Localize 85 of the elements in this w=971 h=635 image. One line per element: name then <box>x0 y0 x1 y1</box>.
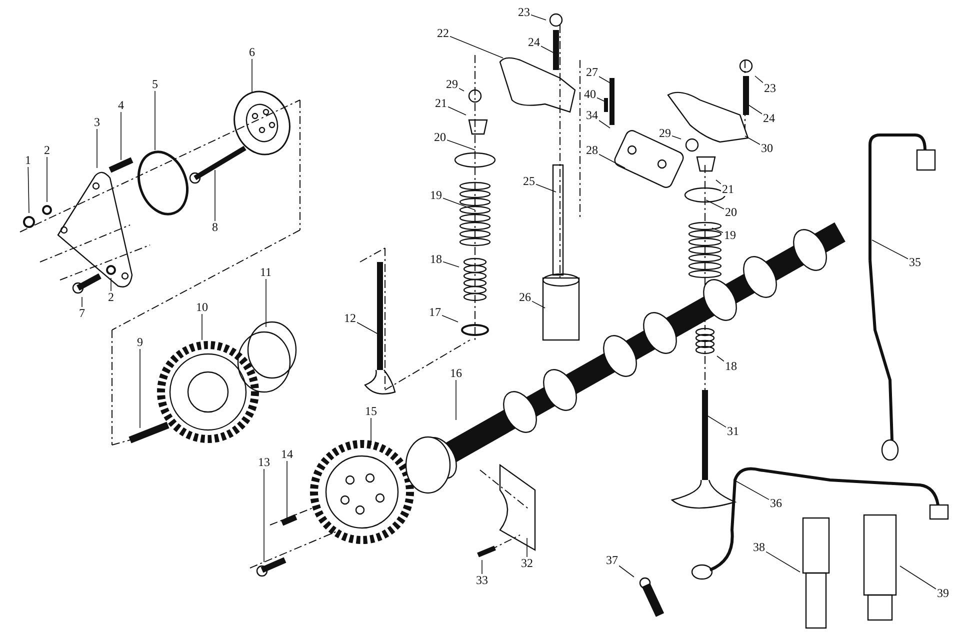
callout-number: 38 <box>752 540 766 554</box>
leader-line <box>536 184 556 192</box>
leader-line <box>154 90 156 150</box>
callout-number: 24 <box>762 112 776 124</box>
callout-number: 7 <box>78 306 86 320</box>
callout-number: 27 <box>585 66 599 78</box>
callout-number: 26 <box>518 290 532 304</box>
leader-line <box>598 76 612 84</box>
callout-number: 20 <box>433 130 447 144</box>
callout-number: 13 <box>257 456 271 468</box>
leader-line <box>530 14 546 20</box>
leader-line <box>442 315 458 322</box>
leader-line <box>598 120 610 128</box>
leader-line <box>214 170 216 222</box>
callout-number: 35 <box>908 256 922 268</box>
callout-number: 4 <box>117 98 125 112</box>
callout-number: 5 <box>151 78 159 90</box>
leader-line <box>766 551 800 572</box>
callout-number: 34 <box>585 108 599 122</box>
leader-line <box>46 156 48 202</box>
callout-number: 8 <box>211 220 219 234</box>
callout-number: 32 <box>520 556 534 570</box>
callout-number: 21 <box>721 182 735 196</box>
leader-line <box>734 480 770 500</box>
callout-number: 18 <box>429 252 443 266</box>
callout-number: 24 <box>527 36 541 48</box>
leader-line <box>716 180 722 184</box>
leader-line <box>744 136 760 145</box>
leader-line <box>672 136 682 140</box>
callout-number: 23 <box>517 6 531 18</box>
leader-line <box>286 460 288 520</box>
leader-line <box>706 200 724 210</box>
leader-line <box>442 198 476 210</box>
callout-number: 36 <box>769 496 783 510</box>
callout-number: 31 <box>726 424 740 438</box>
leader-line <box>716 356 724 362</box>
callout-number: 20 <box>724 206 738 218</box>
callout-number: 37 <box>605 554 619 566</box>
callout-number: 2 <box>107 290 115 304</box>
leader-line <box>618 565 634 578</box>
callout-number: 10 <box>195 300 209 314</box>
callout-number: 16 <box>449 366 463 380</box>
callout-number: 3 <box>93 116 101 128</box>
callout-number: 15 <box>364 404 378 418</box>
callout-number: 19 <box>429 188 443 202</box>
leader-line <box>526 538 528 558</box>
callout-number: 18 <box>724 360 738 372</box>
callout-number: 23 <box>763 82 777 94</box>
leader-line <box>712 228 724 233</box>
leader-line <box>458 88 464 92</box>
leader-line <box>450 36 504 58</box>
callout-number: 40 <box>583 88 597 100</box>
leader-line <box>872 240 908 260</box>
leader-line <box>356 322 378 334</box>
callout-number: 30 <box>760 142 774 154</box>
callout-number: 29 <box>658 126 672 140</box>
callout-number: 21 <box>434 96 448 110</box>
callout-number: 1 <box>24 154 32 166</box>
callout-number: 28 <box>585 144 599 156</box>
leader-line <box>370 418 372 446</box>
callout-number: 19 <box>723 228 737 242</box>
leader-line <box>598 154 626 168</box>
callout-number: 39 <box>936 586 950 600</box>
callout-number: 17 <box>428 306 442 318</box>
leader-line <box>28 166 30 214</box>
leader-line <box>596 97 606 102</box>
leader-line <box>448 106 466 116</box>
callout-number: 2 <box>43 144 51 156</box>
callout-number: 25 <box>522 174 536 188</box>
callout-number: 14 <box>280 448 294 460</box>
leader-line <box>110 278 112 292</box>
leader-line <box>900 566 936 590</box>
leader-line <box>96 128 98 168</box>
leader-line <box>442 261 460 268</box>
leader-line <box>120 112 122 160</box>
callout-number: 9 <box>136 336 144 348</box>
leader-line <box>532 300 546 308</box>
callout-number: 12 <box>343 312 357 324</box>
callout-number: 22 <box>436 26 450 40</box>
callout-number: 11 <box>259 266 273 278</box>
callout-number: 33 <box>475 574 489 586</box>
callout-number: 29 <box>445 78 459 90</box>
callout-number: 6 <box>248 46 256 58</box>
leader-line <box>446 140 476 150</box>
leader-line <box>754 76 764 84</box>
